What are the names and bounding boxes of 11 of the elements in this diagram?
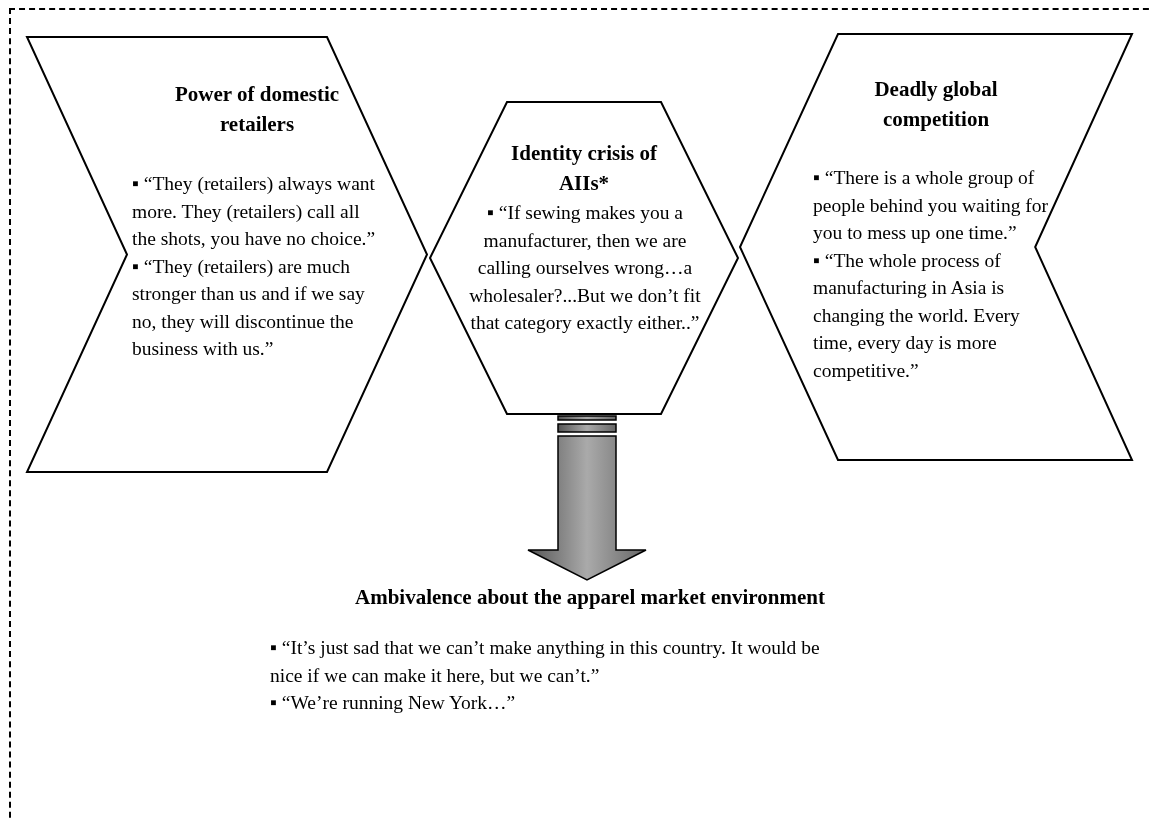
heading: Power of domestic retailers bbox=[173, 81, 341, 138]
heading: Deadly global competition bbox=[873, 76, 999, 133]
quote-text: ▪ “It’s just sad that we can’t make anything in this country. It would be nice if we can make it here, but we can’t.” bbox=[270, 636, 821, 688]
quote-text: ▪ “We’re running New York…” bbox=[270, 691, 517, 715]
quote-text: ▪ “There is a whole group of people behind you waiting for you to mess up one time.” bbox=[813, 166, 1050, 245]
heading: Identity crisis of AIIs* bbox=[510, 140, 659, 197]
heading: Ambivalence about the apparel market environment bbox=[354, 584, 826, 611]
quote-text: ▪ “The whole process of manufacturing in Asia is changing the world. Every time, every day is more competitive.” bbox=[813, 248, 1021, 383]
quote-text: ▪ “They (retailers) are much stronger than us and if we say no, they will discontinue the business with us.” bbox=[132, 254, 366, 361]
quote-text: ▪ “They (retailers) always want more. They (retailers) call all the shots, you have no choice.” bbox=[132, 172, 377, 251]
quote-text: ▪ “If sewing makes you a manufacturer, then we are calling ourselves wrong…a wholesaler?...But we don’t fit that category exactly either..” bbox=[468, 201, 702, 335]
